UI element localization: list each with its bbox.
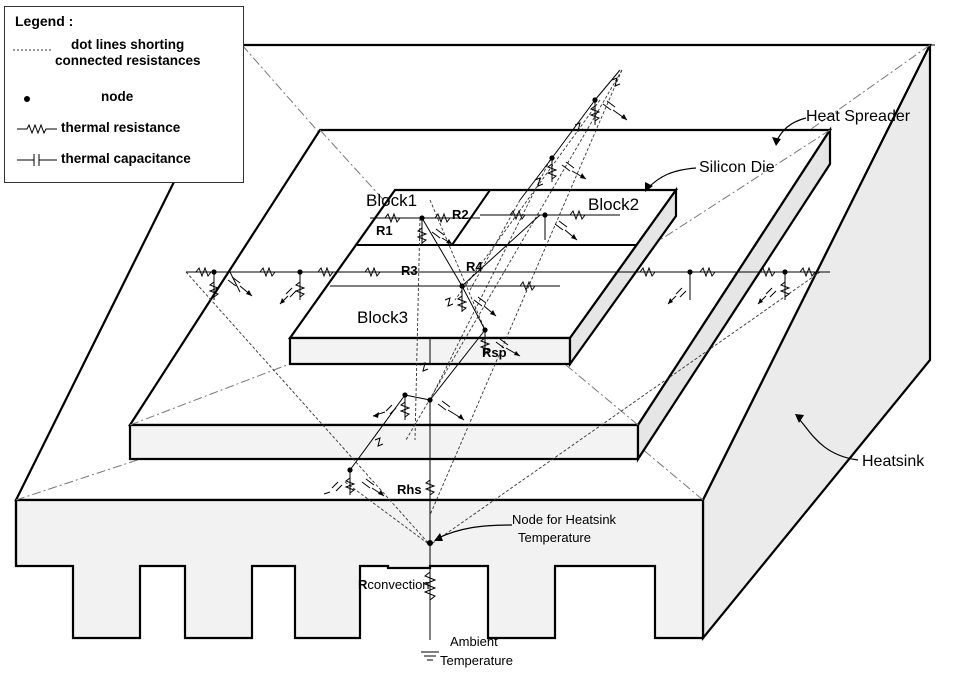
- node: [419, 215, 424, 220]
- legend-label-resistance: thermal resistance: [61, 120, 180, 135]
- node: [549, 155, 554, 160]
- node: [427, 397, 432, 402]
- ground-icon: [421, 652, 439, 660]
- node-dot-icon: [23, 95, 31, 103]
- node: [347, 467, 352, 472]
- node-heatsink-label-line1: Node for Heatsink: [512, 512, 617, 527]
- node: [297, 269, 302, 274]
- legend-item-dotted-line: dot lines shorting connected resistances: [5, 37, 245, 81]
- legend-item-node: node: [5, 89, 245, 109]
- block1-label: Block1: [366, 191, 417, 210]
- dotted-line-icon: [13, 47, 51, 53]
- rhs-label: Rhs: [397, 482, 422, 497]
- node: [482, 327, 487, 332]
- legend-title: Legend :: [15, 13, 73, 29]
- node-heatsink-label-line2: Temperature: [518, 530, 591, 545]
- rconvection-label: Rconvection: [358, 577, 430, 592]
- legend-item-capacitance: thermal capacitance: [5, 151, 245, 171]
- node: [687, 269, 692, 274]
- node: [782, 269, 787, 274]
- legend-label-node: node: [101, 89, 133, 104]
- node: [459, 283, 464, 288]
- block3-label: Block3: [357, 308, 408, 327]
- block2-label: Block2: [588, 195, 639, 214]
- heatsink-temperature-node: [427, 540, 433, 546]
- legend: Legend : dot lines shorting connected re…: [4, 6, 244, 183]
- legend-label-capacitance: thermal capacitance: [61, 151, 191, 166]
- node: [402, 392, 407, 397]
- resistor-icon: [17, 123, 57, 135]
- silicon-die-label: Silicon Die: [699, 159, 775, 176]
- r1-label: R1: [376, 223, 393, 238]
- node: [211, 269, 216, 274]
- rsp-label: Rsp: [482, 345, 507, 360]
- ambient-label-line2: Temperature: [440, 653, 513, 668]
- r2-label: R2: [452, 207, 469, 222]
- node: [592, 97, 597, 102]
- legend-label-dotted-line-2: connected resistances: [55, 53, 201, 68]
- legend-item-resistance: thermal resistance: [5, 120, 245, 140]
- capacitor-icon: [17, 153, 57, 167]
- node: [542, 212, 547, 217]
- r4-label: R4: [466, 259, 483, 274]
- heat-spreader-label: Heat Spreader: [806, 108, 911, 125]
- legend-label-dotted-line-1: dot lines shorting: [71, 37, 184, 52]
- r3-label: R3: [401, 263, 418, 278]
- heatsink-label: Heatsink: [862, 453, 925, 470]
- spreader-front-face: [130, 425, 638, 459]
- ambient-label-line1: Ambient: [450, 634, 498, 649]
